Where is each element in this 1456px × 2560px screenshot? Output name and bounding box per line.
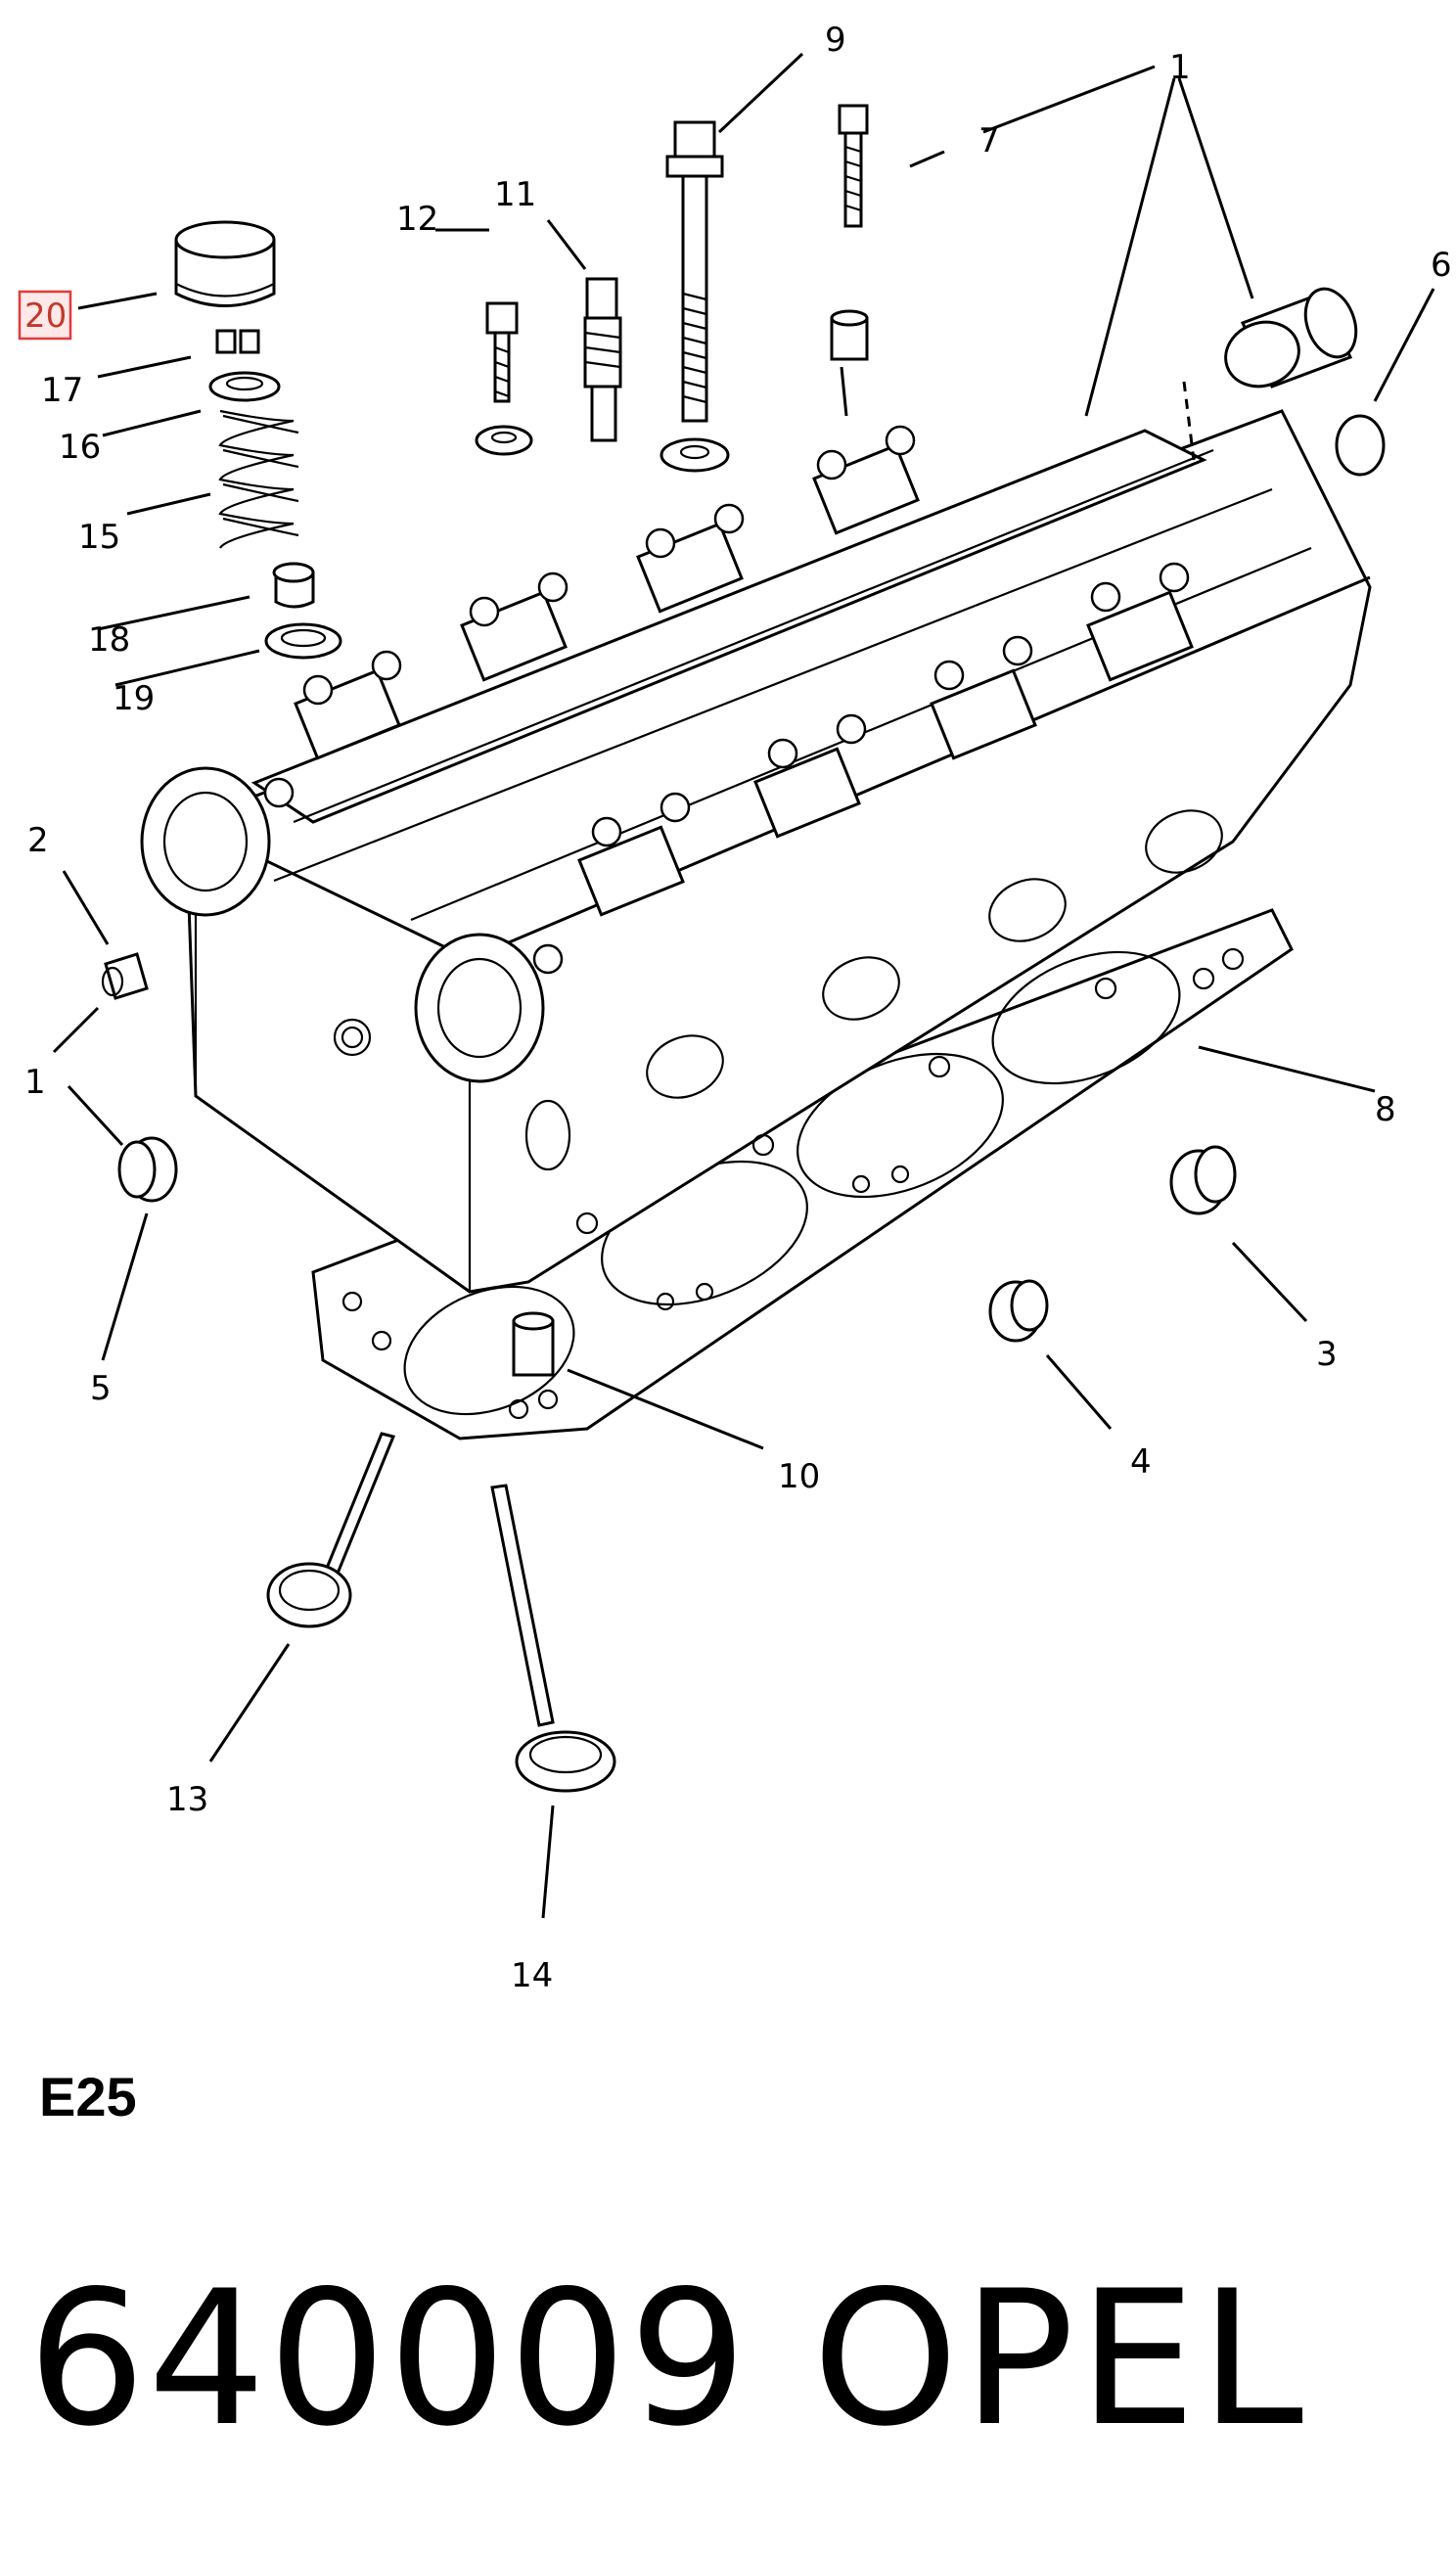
diagram-code: E25 (39, 2066, 137, 2127)
dowel-10 (512, 1311, 555, 1377)
callout-8: 8 (1375, 1090, 1396, 1129)
hydraulic-tappet (174, 220, 276, 307)
cylinder-head (140, 381, 1372, 1294)
callout-2: 2 (27, 821, 49, 860)
leader-lines (52, 52, 1435, 1919)
callout-17: 17 (41, 371, 83, 410)
callout-13: 13 (166, 1780, 208, 1819)
callout-3: 3 (1316, 1335, 1338, 1374)
bolt-12 (475, 301, 533, 456)
callout-9: 9 (825, 21, 846, 60)
valve-14 (490, 1484, 616, 1793)
brand-name: OPEL (812, 2251, 1308, 2467)
screw-plug-2 (101, 952, 149, 1000)
callout-7: 7 (978, 121, 1000, 160)
plug-4 (988, 1279, 1049, 1343)
valve-11 (583, 277, 622, 442)
callout-6: 6 (1431, 246, 1452, 285)
valve-keepers (215, 329, 260, 354)
spring-retainer (208, 371, 281, 402)
callout-19: 19 (113, 679, 155, 718)
spring-seat (264, 622, 342, 660)
callout-12: 12 (396, 200, 438, 239)
callout-15: 15 (78, 518, 120, 557)
part-number: 640009 (27, 2251, 750, 2467)
callout-18: 18 (88, 620, 130, 660)
callout-1-left: 1 (24, 1063, 46, 1102)
callout-5: 5 (90, 1369, 112, 1408)
callout-20-highlight (18, 290, 72, 341)
callout-14: 14 (511, 1956, 553, 1995)
plug-6 (1335, 414, 1386, 477)
plug-5 (117, 1136, 178, 1203)
callout-16: 16 (59, 428, 101, 467)
callout-4: 4 (1130, 1442, 1152, 1482)
sleeve-1 (1224, 287, 1358, 389)
callout-10: 10 (778, 1457, 820, 1496)
plug-3 (1169, 1145, 1237, 1215)
bolt-7 (838, 104, 869, 228)
callout-20[interactable]: 20 (24, 297, 67, 336)
callout-11: 11 (494, 175, 536, 214)
head-gasket (311, 908, 1294, 1440)
callout-1-top: 1 (1169, 48, 1191, 87)
valve-spring (218, 409, 299, 549)
callout-labels: 1 1 2 3 4 5 6 7 8 9 10 11 12 13 14 15 16… (18, 21, 1452, 1995)
valve-stem-seal (272, 562, 315, 609)
valve-13 (266, 1432, 396, 1628)
dowel-top (830, 309, 869, 327)
head-bolt-9 (660, 120, 730, 473)
